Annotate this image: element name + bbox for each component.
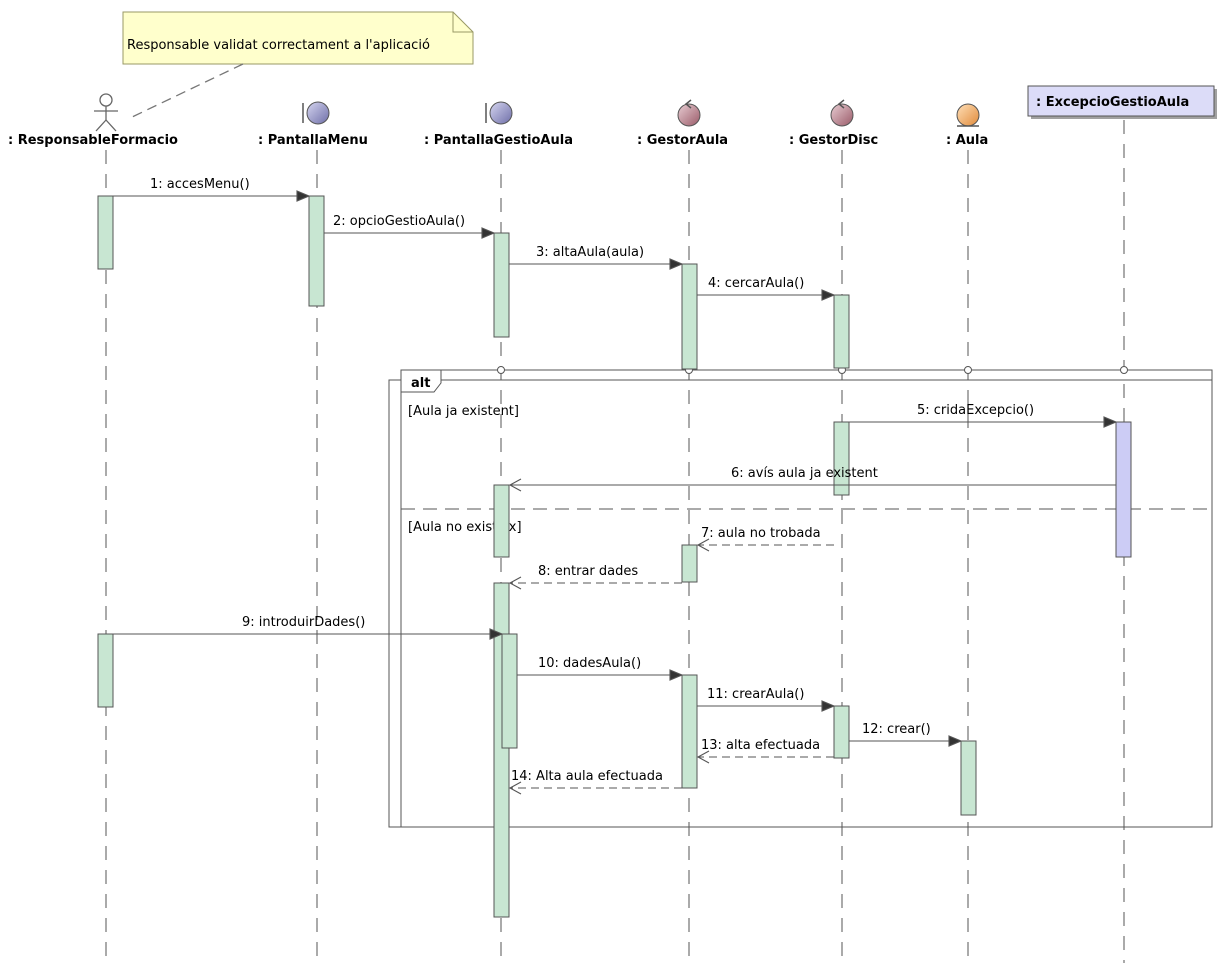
arrowhead: [669, 669, 684, 681]
activation-bar: [681, 674, 698, 789]
participant-label: : PantallaMenu: [258, 133, 368, 148]
message-label: 3: altaAula(aula): [536, 245, 644, 260]
activation-bar: [97, 633, 114, 708]
actor-icon: [94, 93, 118, 132]
message-label: 1: accesMenu(): [150, 177, 250, 192]
activation-bar: [493, 232, 510, 338]
arrowhead: [821, 289, 836, 301]
message-label: 2: opcioGestioAula(): [333, 214, 465, 229]
arrowhead: [1103, 416, 1118, 428]
message-label: 12: crear(): [862, 722, 931, 737]
boundary-icon: [302, 101, 330, 125]
alt-fragment: alt [Aula ja existent] [Aula no existeix…: [388, 366, 1213, 828]
class-box: [1027, 85, 1217, 119]
arrowhead: [948, 735, 963, 747]
fragment-operator: alt: [411, 376, 430, 391]
arrowhead: [508, 576, 522, 590]
arrowhead: [508, 781, 522, 795]
activation-bar: [681, 263, 698, 370]
control-icon: [830, 99, 854, 127]
activation-bar: [681, 544, 698, 583]
arrowhead: [481, 227, 496, 239]
guard-label: [Aula ja existent]: [408, 404, 519, 419]
message-label: 13: alta efectuada: [701, 738, 820, 753]
participant-label: : GestorAula: [637, 133, 728, 148]
arrowhead: [296, 190, 311, 202]
message-label: 4: cercarAula(): [708, 276, 804, 291]
message-label: 9: introduirDades(): [242, 615, 365, 630]
activation-bar-exception: [1115, 421, 1132, 558]
participant-label: : PantallaGestioAula: [424, 133, 573, 148]
activation-bar: [97, 195, 114, 270]
arrowhead: [696, 750, 710, 764]
guard-label: [Aula no existeix]: [408, 520, 522, 535]
participant-label: : ExcepcioGestioAula: [1036, 95, 1189, 110]
note-anchor-line: [129, 63, 244, 119]
message-label: 6: avís aula ja existent: [731, 466, 878, 481]
activations: [97, 195, 1132, 918]
message-label: 5: cridaExcepcio(): [917, 403, 1034, 418]
activation-bar: [501, 633, 518, 749]
participant-label: : Aula: [946, 133, 988, 148]
arrowhead: [489, 628, 504, 640]
note-text: Responsable validat correctament a l'apl…: [127, 38, 430, 53]
activation-bar: [308, 195, 325, 307]
participant-label: : ResponsableFormacio: [8, 133, 178, 148]
activation-bar: [833, 294, 850, 369]
arrowhead: [669, 258, 684, 270]
arrowhead: [821, 700, 836, 712]
activation-bar: [833, 421, 850, 496]
arrowhead: [696, 538, 710, 552]
activation-bar: [493, 484, 510, 558]
arrowhead: [508, 478, 522, 492]
message-label: 11: crearAula(): [707, 687, 804, 702]
message-arrows: [113, 190, 1118, 795]
entity-icon: [956, 103, 980, 127]
control-icon: [677, 99, 701, 127]
message-label: 10: dadesAula(): [538, 656, 641, 671]
message-label: 7: aula no trobada: [701, 526, 821, 541]
message-label: 14: Alta aula efectuada: [511, 769, 663, 784]
activation-bar: [960, 740, 977, 816]
message-label: 8: entrar dades: [538, 564, 638, 579]
activation-bar: [833, 705, 850, 759]
participant-label: : GestorDisc: [789, 133, 878, 148]
note: Responsable validat correctament a l'apl…: [122, 11, 474, 65]
boundary-icon: [485, 101, 513, 125]
